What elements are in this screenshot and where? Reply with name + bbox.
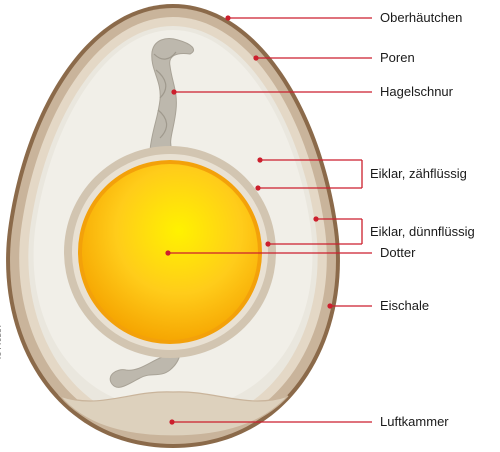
label-eiklar-duennfluessig: Eiklar, dünnflüssig xyxy=(370,224,475,239)
chalaza-twist-lines xyxy=(153,51,177,139)
label-eiklar-zaehfluessig: Eiklar, zähflüssig xyxy=(370,166,467,181)
leader-dots xyxy=(165,15,333,425)
label-luftkammer: Luftkammer xyxy=(380,414,449,429)
label-hagelschnur: Hagelschnur xyxy=(380,84,453,99)
label-oberhaeutchen: Oberhäutchen xyxy=(380,10,463,25)
label-eischale: Eischale xyxy=(380,298,430,313)
label-dotter: Dotter xyxy=(380,245,416,260)
chalaza-top xyxy=(149,38,194,151)
chalaza-bottom xyxy=(109,331,181,388)
air-cell xyxy=(58,391,289,437)
leader-lines xyxy=(168,17,372,423)
stock-id: 48446237 xyxy=(0,323,3,361)
label-poren: Poren xyxy=(380,50,415,65)
